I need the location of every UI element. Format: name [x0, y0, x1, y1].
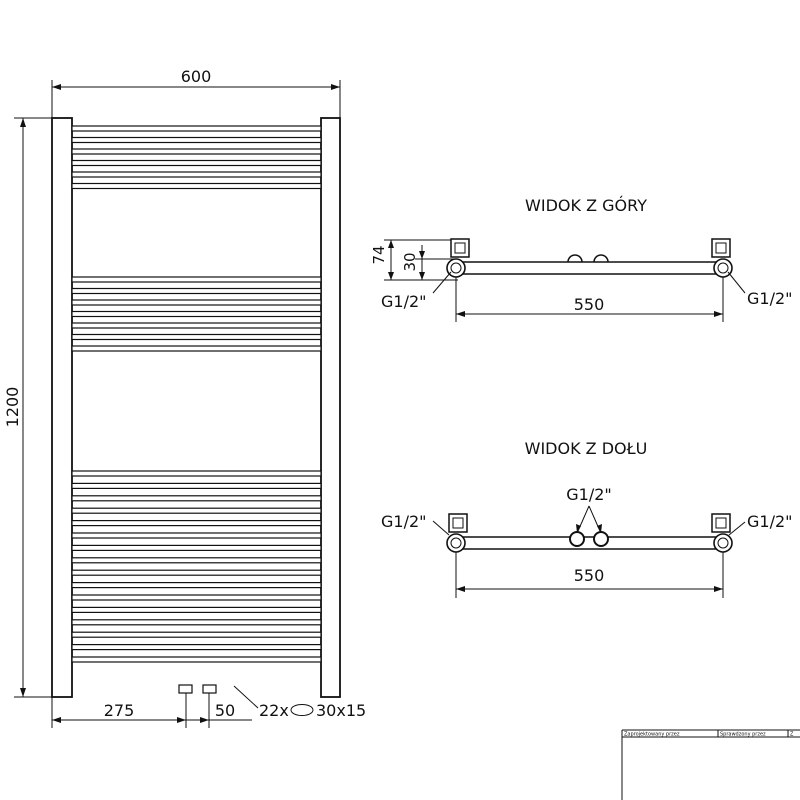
title-block: Zaprojektowany przez Sprawdzony przez Z	[621, 729, 800, 800]
heating-bar	[71, 171, 322, 178]
heating-bar	[71, 532, 322, 539]
heating-bar	[71, 594, 322, 601]
heating-bar	[71, 333, 322, 341]
heating-bar	[71, 569, 322, 576]
inner-depth-label: 30	[401, 252, 419, 271]
heating-bar	[71, 519, 322, 527]
heating-bar	[71, 656, 322, 663]
heating-bar	[71, 495, 322, 502]
heating-bar	[71, 606, 322, 614]
bottom-view-pipe	[446, 513, 733, 553]
heating-bar	[71, 557, 322, 564]
heating-bar	[71, 470, 322, 477]
height-dimension: 1200	[3, 117, 52, 698]
heating-bar	[71, 581, 322, 589]
heating-bar	[71, 125, 322, 132]
heating-bar	[71, 643, 322, 651]
oval-profile-icon	[290, 704, 314, 716]
heating-bar	[71, 159, 322, 167]
bottom-dimensions: 275 50 22x 30x15	[51, 685, 366, 728]
bottom-connection-center: G1/2"	[566, 485, 612, 504]
tube-label: 22x	[259, 701, 289, 720]
heating-bar	[71, 182, 322, 190]
bottom-connection-right: G1/2"	[747, 512, 793, 531]
heating-bar	[71, 619, 322, 626]
heating-bar	[71, 276, 322, 283]
depth-label: 74	[370, 245, 388, 264]
bottom-connections	[178, 684, 217, 694]
bottom-view: WIDOK Z DOŁU G1/2" G1/2" G1/2"	[381, 439, 793, 598]
top-spacing-dimension: 550	[455, 277, 724, 322]
heating-bar	[71, 148, 322, 155]
height-label: 1200	[3, 387, 22, 428]
top-connection-left: G1/2"	[381, 292, 427, 311]
title-block-cell-checked: Sprawdzony przez	[720, 732, 766, 738]
heating-bar	[71, 345, 322, 352]
heating-bar	[71, 507, 322, 514]
heating-bar	[71, 482, 322, 489]
heating-bar	[71, 299, 322, 306]
heating-bar	[71, 544, 322, 552]
title-block-cell-extra: Z	[790, 732, 794, 738]
top-view-pipe	[446, 238, 733, 278]
top-view: WIDOK Z GÓRY 74 30	[370, 196, 793, 322]
heating-bars	[71, 125, 322, 663]
heating-bar	[71, 631, 322, 638]
width-dimension: 600	[52, 67, 340, 90]
left-collector	[51, 117, 73, 698]
profile-label: 30x15	[316, 701, 366, 720]
spacing-label: 50	[215, 701, 235, 720]
heating-bar	[71, 287, 322, 295]
bottom-spacing-dimension: 550	[455, 552, 724, 598]
top-view-title: WIDOK Z GÓRY	[525, 196, 647, 215]
depth-dimensions: 74 30	[370, 239, 458, 281]
heating-bar	[71, 310, 322, 318]
heating-bar	[71, 322, 322, 329]
right-collector	[320, 117, 341, 698]
top-spacing-label: 550	[574, 295, 605, 314]
front-view: 600 1200	[3, 67, 366, 728]
offset-label: 275	[104, 701, 135, 720]
title-block-cell-designed: Zaprojektowany przez	[624, 732, 680, 738]
bottom-view-title: WIDOK Z DOŁU	[525, 439, 648, 458]
heating-bar	[71, 136, 322, 144]
width-label: 600	[181, 67, 212, 86]
bottom-connection-left: G1/2"	[381, 512, 427, 531]
bottom-spacing-label: 550	[574, 566, 605, 585]
top-connection-right: G1/2"	[747, 289, 793, 308]
